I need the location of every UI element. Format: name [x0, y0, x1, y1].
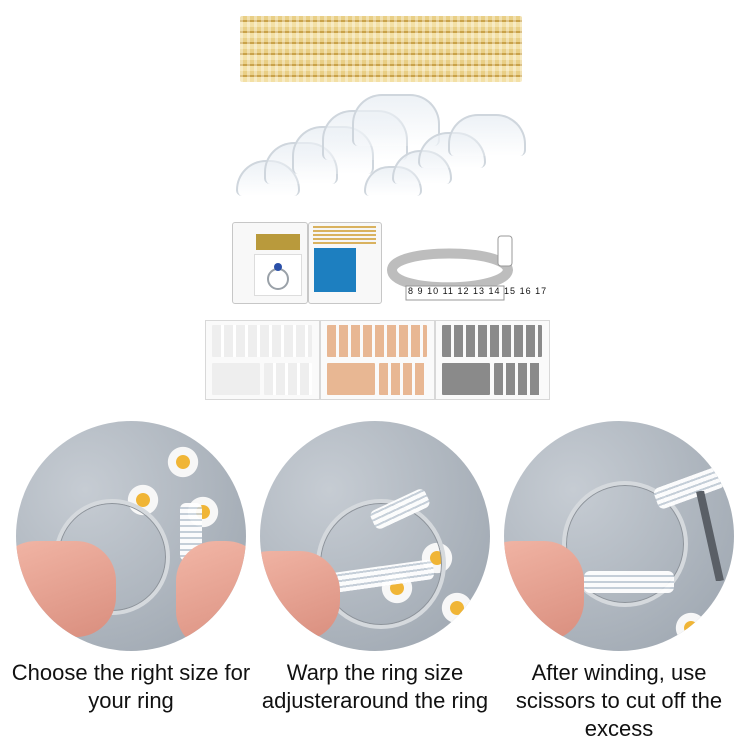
sizer-numbers: 8 9 10 11 12 13 14 15 16 17	[408, 286, 546, 296]
step2-photo	[260, 421, 490, 651]
sizer-number: 14	[488, 286, 501, 296]
white-pads-image	[205, 320, 320, 400]
gold-label	[256, 234, 300, 250]
clear-ring-adjusters-image	[230, 90, 530, 218]
sizer-number: 17	[535, 286, 548, 296]
sizer-number: 9	[417, 286, 424, 296]
ring-photo	[254, 254, 302, 296]
gray-pads-image	[435, 320, 550, 400]
spiral-ring-adjuster-image	[240, 16, 522, 82]
beige-pads-image	[320, 320, 435, 400]
sizer-number: 15	[504, 286, 517, 296]
card-stripes	[313, 226, 376, 244]
sizer-number: 10	[427, 286, 440, 296]
scissors-icon	[690, 490, 730, 582]
step2-caption: Warp the ring size adjusteraround the ri…	[261, 660, 489, 713]
step1-caption: Choose the right size for your ring	[11, 660, 251, 713]
sizer-number: 12	[457, 286, 470, 296]
step3-caption: After winding, use scissors to cut off t…	[515, 660, 723, 741]
sizer-number: 11	[442, 286, 454, 296]
sizer-number: 16	[519, 286, 532, 296]
sizer-number: 8	[408, 286, 415, 296]
step1-photo	[16, 421, 246, 651]
step3-photo	[504, 421, 734, 651]
polishing-cloth	[314, 248, 356, 292]
sizer-number: 13	[472, 286, 485, 296]
ring-sizer-image: 8 9 10 11 12 13 14 15 16 17	[386, 234, 546, 310]
